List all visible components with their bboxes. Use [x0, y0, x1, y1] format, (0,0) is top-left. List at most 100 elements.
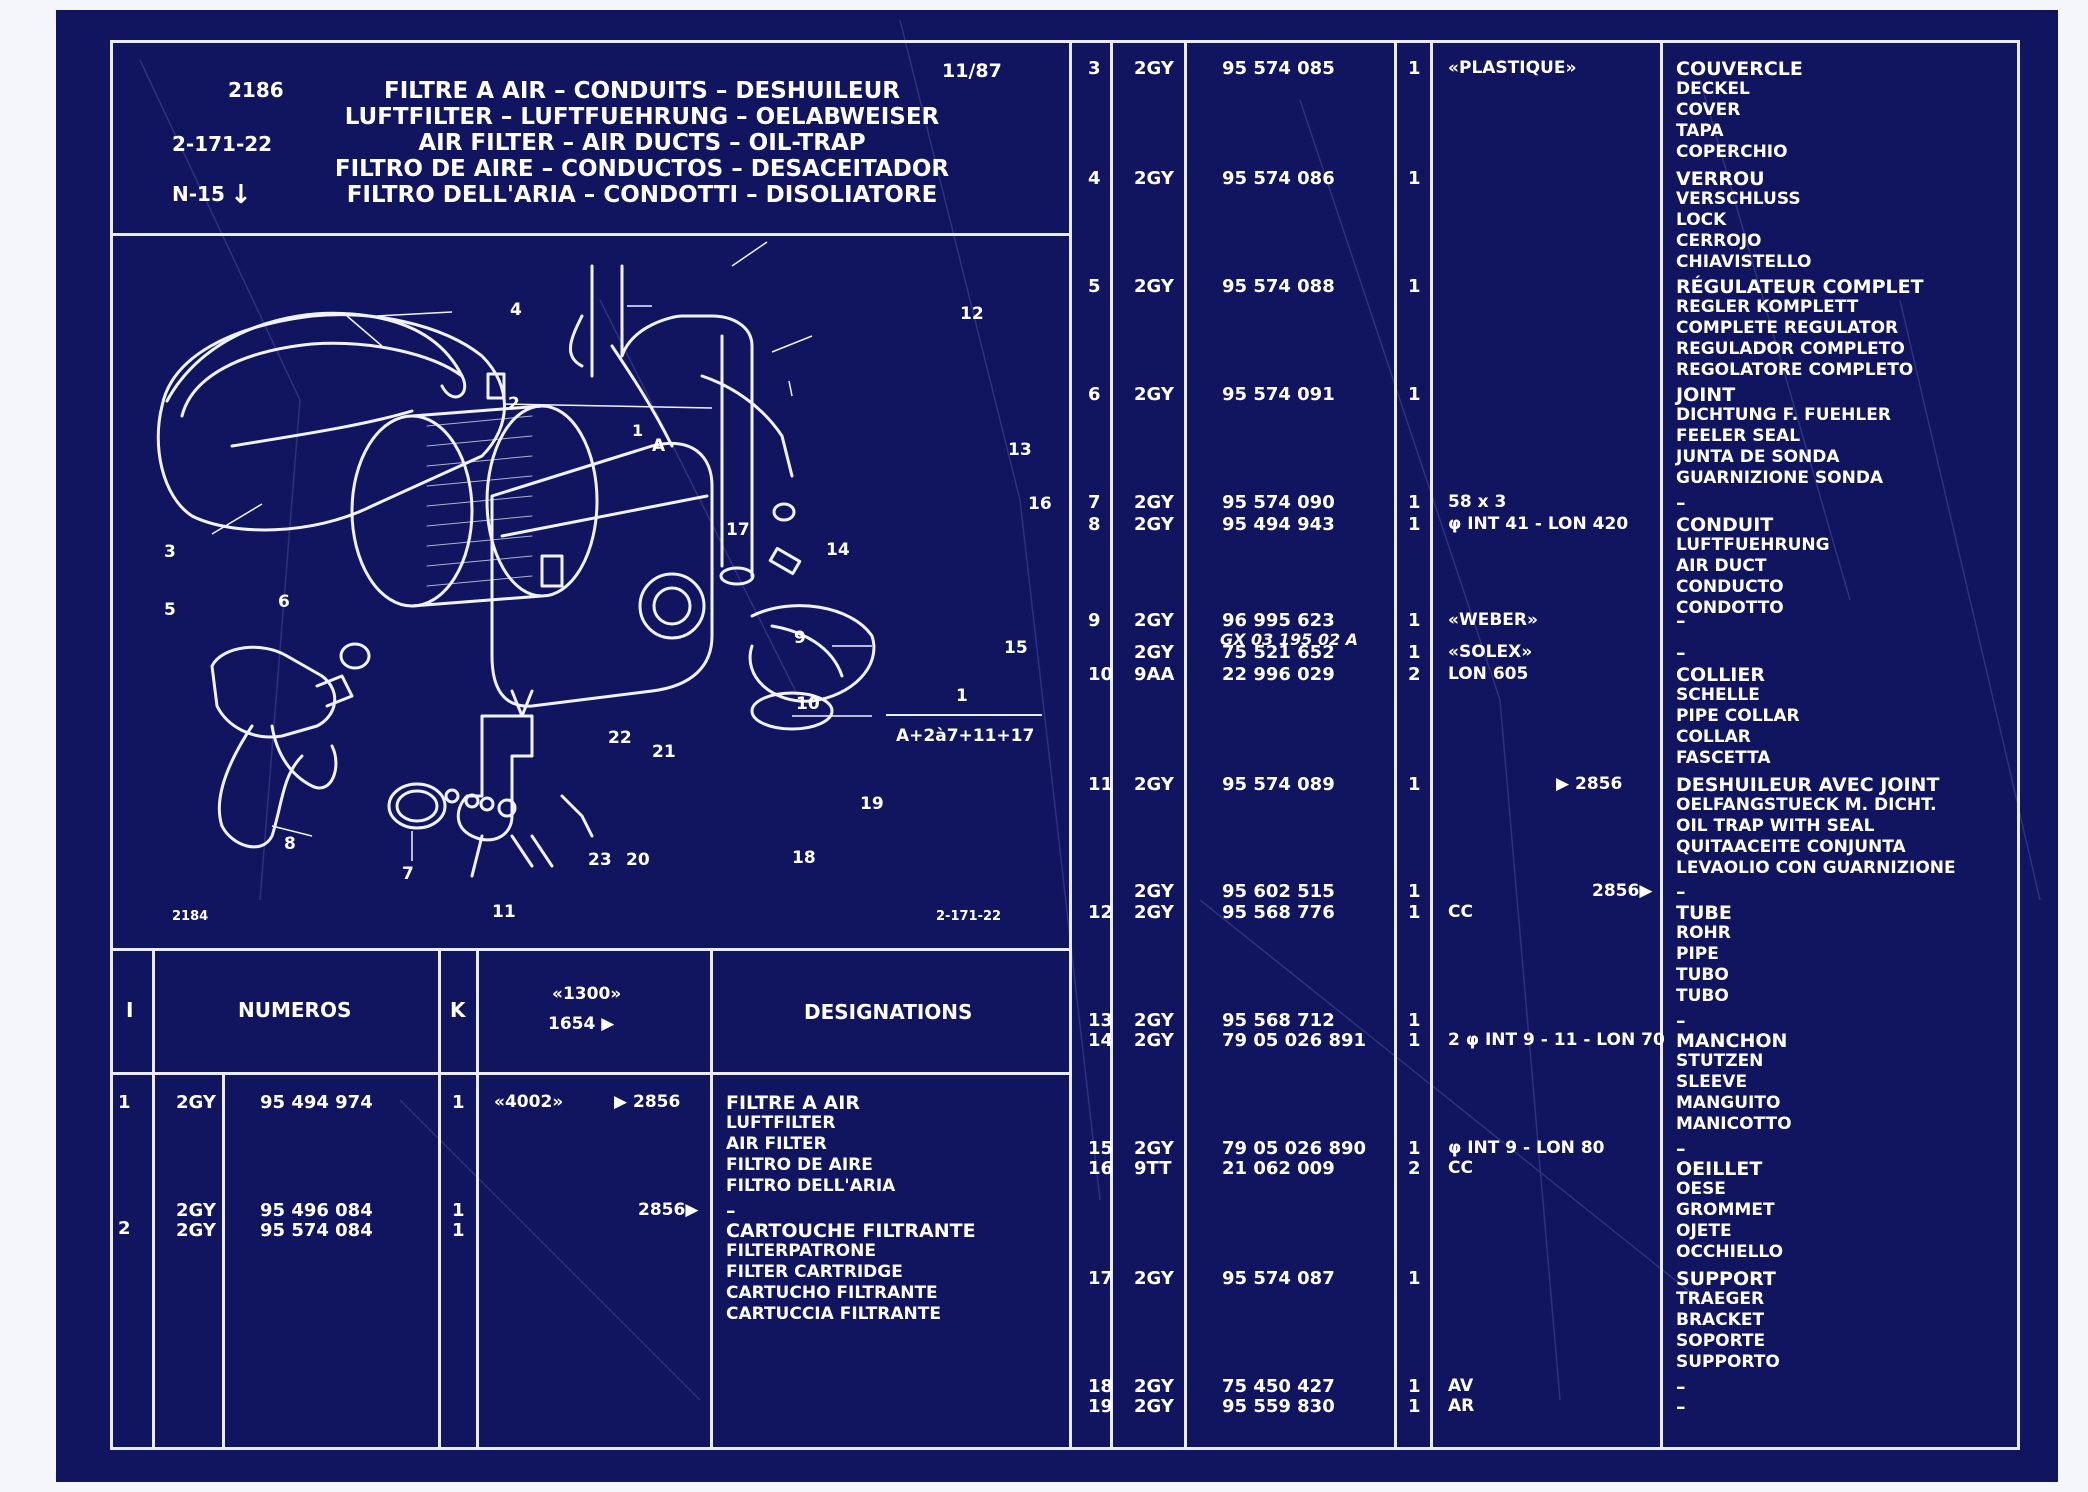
row-code: 2GY [1134, 1376, 1174, 1397]
row-qty: 1 [1408, 902, 1421, 923]
designation-text: COUVERCLE [1676, 58, 1803, 80]
designation-text: OCCHIELLO [1676, 1242, 1784, 1262]
row-item: 2 [118, 1218, 131, 1239]
designation-text: FILTRO DELL'ARIA [726, 1176, 896, 1196]
row-number: 95 494 943 [1222, 514, 1335, 535]
diagram-label-23: 23 [588, 850, 612, 870]
designation-text: MANGUITO [1676, 1093, 1781, 1113]
designation-text: FASCETTA [1676, 748, 1771, 768]
row-item: 17 [1088, 1268, 1114, 1289]
designation-text: PIPE COLLAR [1676, 706, 1800, 726]
designation-text: – [1676, 610, 1686, 632]
row-code: 2GY [1134, 1396, 1174, 1417]
row-note: «4002» [494, 1092, 564, 1112]
row-extra: GX 03 195 02 A [1220, 630, 1359, 649]
designation-text: FILTERPATRONE [726, 1241, 876, 1261]
row-item: 8 [1088, 514, 1101, 535]
designation-text: COPERCHIO [1676, 142, 1788, 162]
divider-left-code [222, 1072, 225, 1450]
row-number: 75 450 427 [1222, 1376, 1335, 1397]
diagram-label-17: 17 [726, 520, 750, 540]
row-item: 15 [1088, 1138, 1114, 1159]
row-code: 2GY [1134, 514, 1174, 535]
designation-text: COMPLETE REGULATOR [1676, 318, 1899, 338]
designation-text: JOINT [1676, 384, 1736, 406]
row-ref: ▶ 2856 [614, 1092, 681, 1112]
divider-left-number [438, 948, 441, 1450]
diagram-label: 1 [632, 421, 643, 440]
row-note: φ INT 9 - LON 80 [1448, 1138, 1605, 1158]
row-qty: 1 [1408, 642, 1421, 663]
designation-text: REGLER KOMPLETT [1676, 297, 1859, 317]
row-number: 95 574 089 [1222, 774, 1335, 795]
designation-text: TRAEGER [1676, 1289, 1765, 1309]
row-number: 96 995 623 [1222, 610, 1335, 631]
designation-text: SCHELLE [1676, 685, 1760, 705]
row-qty: 2 [1408, 1158, 1421, 1179]
row-item: 16 [1088, 1158, 1114, 1179]
row-number: 95 574 091 [1222, 384, 1335, 405]
row-code: 2GY [1134, 58, 1174, 79]
row-code: 2GY [1134, 642, 1174, 663]
designation-text: CARTUCCIA FILTRANTE [726, 1304, 941, 1324]
designation-text: OESE [1676, 1179, 1726, 1199]
designation-text: VERSCHLUSS [1676, 189, 1801, 209]
row-ref: ▶ 2856 [1556, 774, 1623, 794]
part-cartridge [350, 414, 474, 608]
blueprint-sheet [56, 10, 2058, 1482]
divider-table-header [110, 1072, 1072, 1075]
col-header-qty: K [450, 998, 466, 1022]
diagram-label-14: 14 [826, 540, 850, 560]
divider-left-qty [476, 948, 479, 1450]
row-item: 4 [1088, 168, 1101, 189]
designation-text: FILTER CARTRIDGE [726, 1262, 903, 1282]
designation-text: MANCHON [1676, 1030, 1788, 1052]
row-code: 2GY [176, 1092, 216, 1113]
designation-text: REGULADOR COMPLETO [1676, 339, 1905, 359]
row-note: CC [1448, 902, 1473, 922]
designation-text: TUBO [1676, 986, 1729, 1006]
designation-text: SUPPORT [1676, 1268, 1776, 1290]
assembly-label: 1 [956, 686, 968, 706]
diagram-label-8: 8 [284, 834, 296, 854]
designation-text: DESHUILEUR AVEC JOINT [1676, 774, 1940, 796]
row-number: 79 05 026 891 [1222, 1030, 1367, 1051]
title-fr: FILTRE A AIR – CONDUITS – DESHUILEUR [383, 78, 900, 104]
diagram-label-16: 16 [1028, 494, 1052, 514]
row-number: 21 062 009 [1222, 1158, 1335, 1179]
designation-text: LEVAOLIO CON GUARNIZIONE [1676, 858, 1956, 878]
diagram-label-7: 7 [402, 864, 414, 884]
divider-left-item [152, 948, 155, 1450]
row-item: 18 [1088, 1376, 1114, 1397]
row-number: 95 602 515 [1222, 881, 1335, 902]
diagram-label-15: 15 [1004, 638, 1028, 658]
designation-text: AIR DUCT [1676, 556, 1767, 576]
part-tube [590, 264, 754, 578]
row-code: 2GY [1134, 881, 1174, 902]
row-qty: 1 [1408, 881, 1421, 902]
diagram-label-6: 6 [278, 592, 290, 612]
designation-text: – [1676, 1396, 1686, 1418]
designation-text: FILTRO DE AIRE [726, 1155, 873, 1175]
part-regulator [210, 645, 337, 739]
row-number: 95 568 712 [1222, 1010, 1335, 1031]
row-note: 58 x 3 [1448, 492, 1507, 512]
row-qty: 1 [452, 1092, 465, 1113]
diagram-label-18: 18 [792, 848, 816, 868]
title-de: LUFTFILTER – LUFTFUEHRUNG – OELABWEISER [344, 104, 940, 130]
col-header-model: «1300» [552, 984, 622, 1004]
row-number: 95 574 090 [1222, 492, 1335, 513]
designation-text: DICHTUNG F. FUEHLER [1676, 405, 1891, 425]
row-number: 95 494 974 [260, 1092, 373, 1113]
row-number: 79 05 026 890 [1222, 1138, 1367, 1159]
row-qty: 2 [1408, 664, 1421, 685]
row-code: 9TT [1134, 1158, 1172, 1179]
diagram-label-9: 9 [794, 628, 806, 648]
row-code: 2GY [176, 1220, 216, 1241]
row-qty: 1 [1408, 774, 1421, 795]
diagram-label-4: 4 [510, 300, 522, 320]
designation-text: CARTOUCHE FILTRANTE [726, 1220, 976, 1242]
row-item: 1 [118, 1092, 131, 1113]
designation-text: STUTZEN [1676, 1051, 1764, 1071]
row-note: «PLASTIQUE» [1448, 58, 1577, 78]
